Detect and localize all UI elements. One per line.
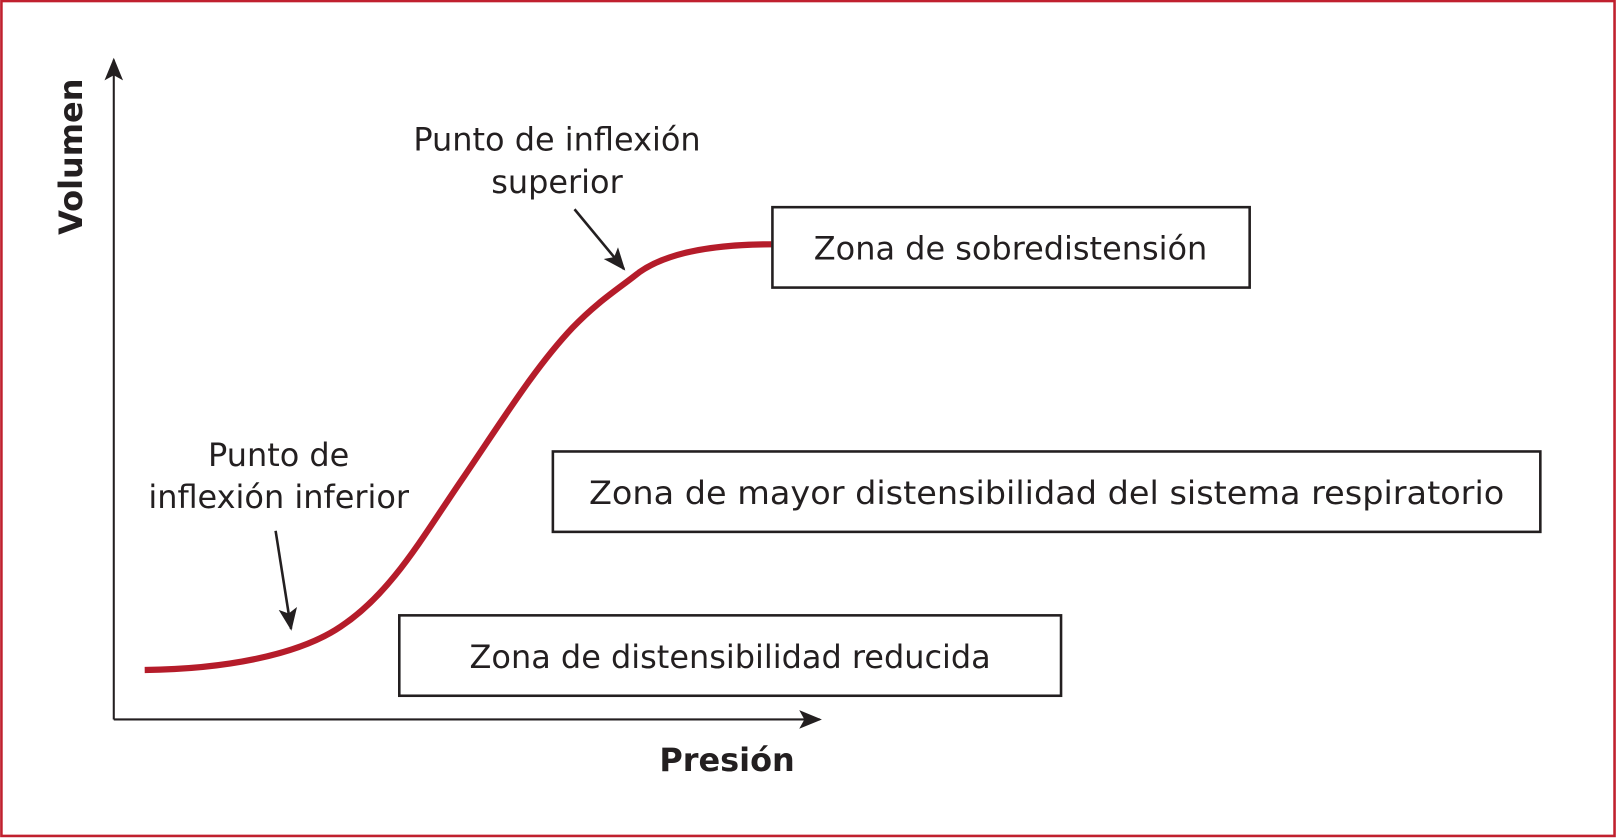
zone-high-compliance-box: Zona de mayor distensibilidad del sistem… xyxy=(551,450,1542,534)
pressure-volume-curve xyxy=(144,241,772,674)
lower-inflection-arrow xyxy=(274,530,298,631)
upper-inflection-label-line2: superior xyxy=(491,163,623,201)
zone-reduced-compliance-label: Zona de distensibilidad reducida xyxy=(470,638,991,676)
zone-reduced-compliance-box: Zona de distensibilidad reducida xyxy=(398,614,1063,698)
zone-overdistension-label: Zona de sobredistensión xyxy=(814,230,1207,268)
zone-high-compliance-label: Zona de mayor distensibilidad del sistem… xyxy=(589,474,1504,512)
upper-inflection-arrow xyxy=(573,208,626,271)
upper-inflection-label-line1: Punto de inflexión xyxy=(413,120,700,158)
lower-inflection-label-line1: Punto de xyxy=(208,436,349,474)
x-axis-label: Presión xyxy=(659,741,794,779)
y-axis-label: Volumen xyxy=(52,79,90,235)
zone-overdistension-box: Zona de sobredistensión xyxy=(771,205,1251,289)
lower-inflection-label-line2: inflexión inferior xyxy=(148,478,410,516)
